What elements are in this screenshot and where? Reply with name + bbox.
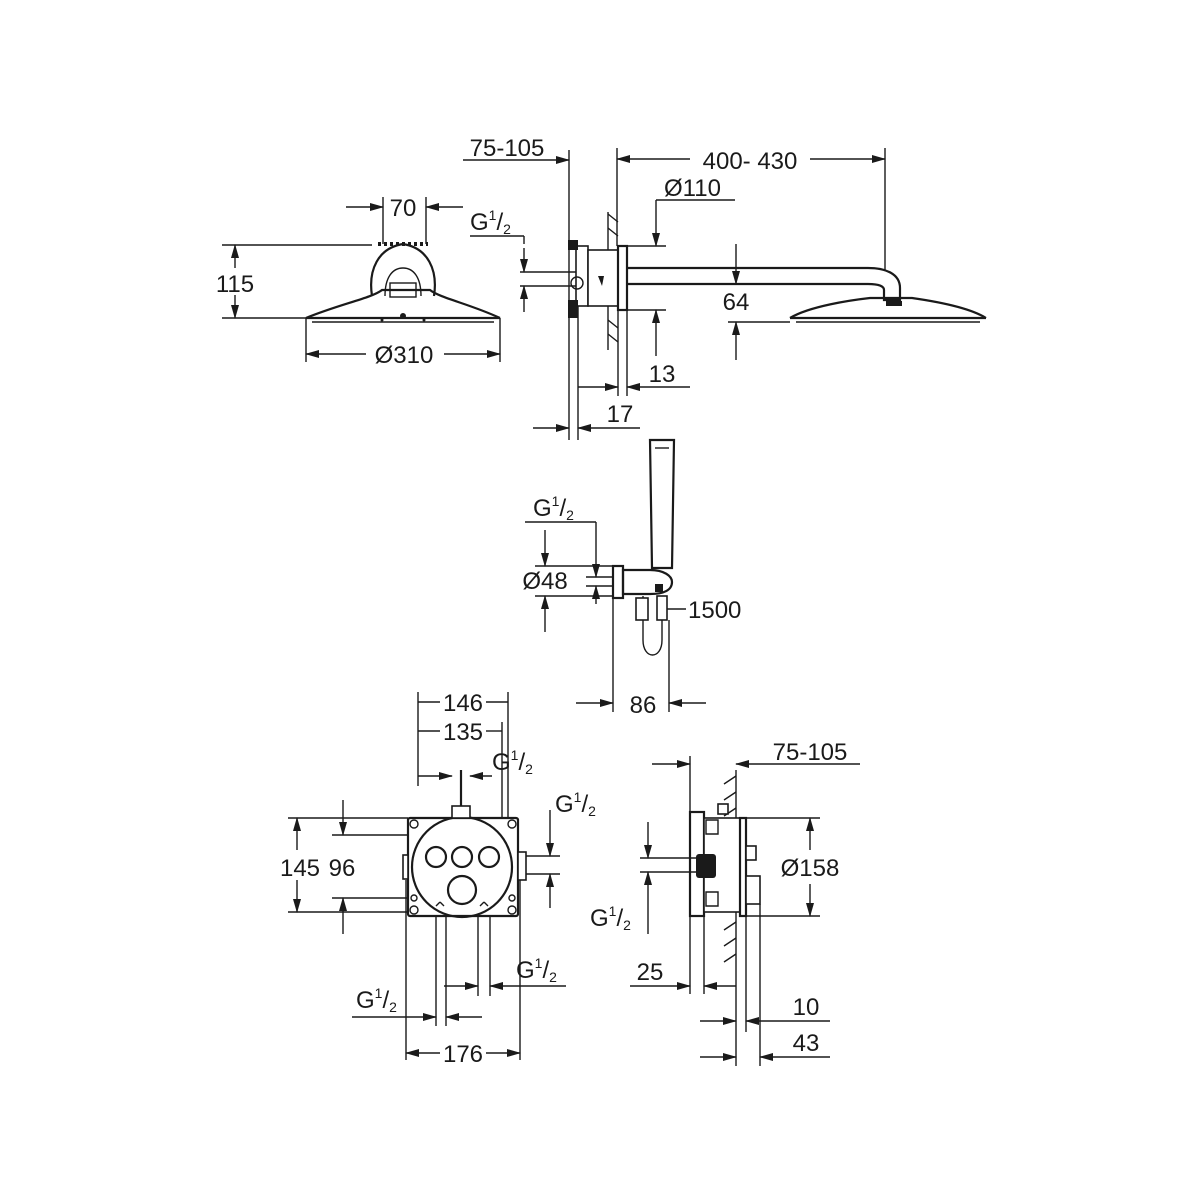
dim-text-158: Ø158	[781, 855, 840, 882]
dimension-158: Ø158	[746, 817, 840, 917]
thread-label-top: G1/2	[470, 207, 511, 237]
dimension-70: 70	[346, 195, 463, 244]
dimension-17: 17	[533, 306, 640, 440]
dimension-thread-box-top: G1/2	[418, 747, 533, 780]
dimension-146: 146	[417, 690, 509, 818]
dim-text-310: Ø310	[375, 342, 434, 369]
dimension-145: 145	[280, 817, 408, 913]
dim-text-176: 176	[443, 1041, 483, 1068]
dimension-110: Ø110	[618, 175, 735, 356]
dim-text-86: 86	[630, 692, 657, 719]
thread-label-side: G1/2	[590, 903, 631, 933]
thread-label-middle: G1/2	[533, 493, 574, 523]
head-shower-side-view	[568, 212, 987, 350]
dim-text-96: 96	[329, 855, 356, 882]
dimension-115: 115	[216, 244, 372, 319]
thread-label-box-top: G1/2	[492, 747, 533, 777]
dimension-13: 13	[578, 310, 690, 396]
dimension-75-105-top: 75-105	[463, 135, 570, 440]
dimension-310: Ø310	[305, 318, 501, 369]
dimension-thread-side: G1/2	[590, 822, 696, 934]
dimension-1500: 1500	[667, 597, 741, 624]
dim-text-115: 115	[216, 271, 254, 298]
hand-shower-set	[611, 438, 676, 656]
dimension-thread-top: G1/2	[470, 207, 576, 312]
dim-text-64: 64	[723, 289, 750, 316]
mixer-front-view	[402, 770, 527, 919]
dimension-43: 43	[700, 904, 830, 1066]
dim-text-75-105-top: 75-105	[470, 135, 545, 162]
dim-text-135: 135	[443, 719, 483, 746]
dimension-thread-box-bottom-right: G1/2	[444, 916, 566, 996]
dimension-64: 64	[723, 244, 790, 360]
dimension-thread-box-right: G1/2	[526, 789, 596, 908]
head-shower-front-view	[305, 242, 501, 323]
dimension-86: 86	[576, 598, 706, 719]
dim-text-1500: 1500	[688, 597, 741, 624]
dimension-176: 176	[405, 880, 521, 1068]
dim-text-10: 10	[793, 994, 820, 1021]
dim-text-146: 146	[443, 690, 483, 717]
thread-label-box-bottom-right: G1/2	[516, 955, 557, 985]
dimension-75-105-side: 75-105	[652, 739, 860, 994]
dimension-thread-box-bottom-left: G1/2	[352, 916, 482, 1026]
dim-text-110: Ø110	[664, 175, 721, 202]
dim-text-25: 25	[637, 959, 664, 986]
dimension-48: Ø48	[522, 530, 613, 632]
dimension-thread-middle: G1/2	[525, 493, 613, 604]
dim-text-400-430: 400- 430	[703, 148, 798, 175]
dim-text-48: Ø48	[522, 568, 567, 595]
dim-text-75-105-side: 75-105	[773, 739, 848, 766]
dim-text-13: 13	[649, 361, 676, 388]
dimension-25: 25	[630, 912, 736, 994]
dim-text-43: 43	[793, 1030, 820, 1057]
thread-label-box-right: G1/2	[555, 789, 596, 819]
dimension-400-430: 400- 430	[616, 148, 886, 270]
dimension-96: 96	[329, 800, 408, 934]
dim-text-70: 70	[390, 195, 417, 222]
dim-text-145: 145	[280, 855, 320, 882]
dimension-10: 10	[700, 916, 830, 1066]
thread-label-box-bottom-left: G1/2	[356, 985, 397, 1015]
dimension-135: 135	[418, 719, 503, 818]
dim-text-17: 17	[607, 401, 634, 428]
mixer-side-view	[688, 770, 761, 963]
